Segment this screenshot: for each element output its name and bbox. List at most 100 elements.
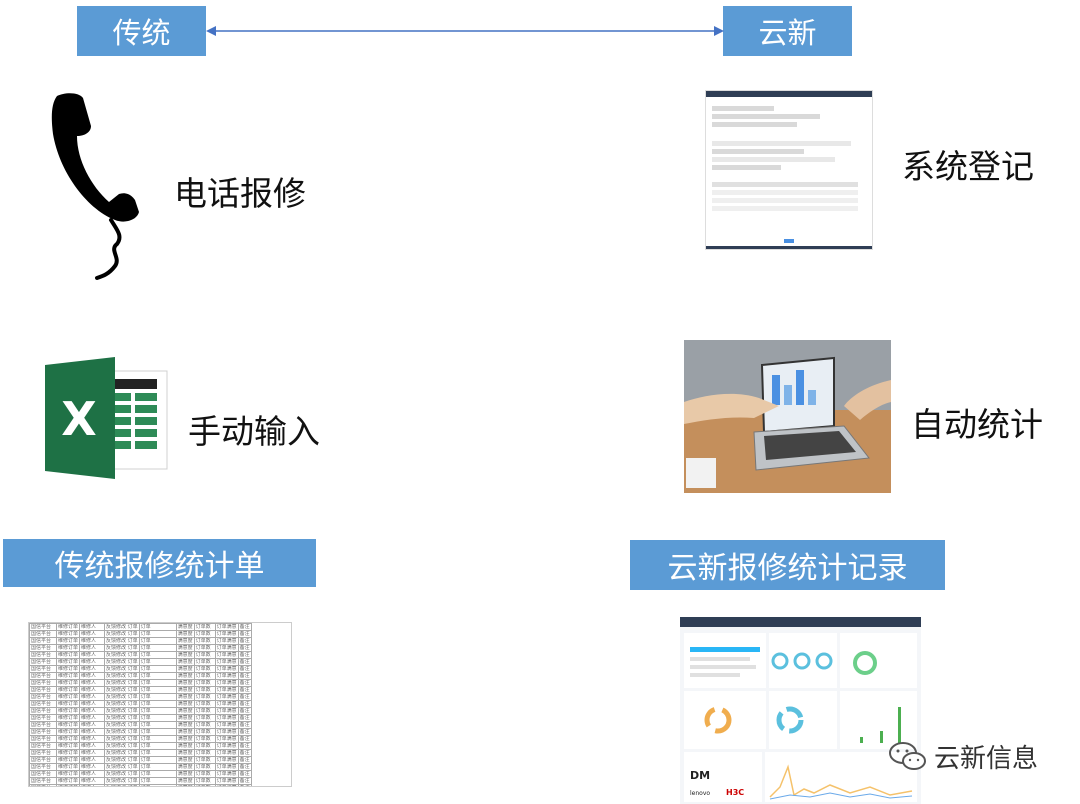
table-cell: 反馈修改 订单 bbox=[104, 679, 140, 687]
table-cell: 订单满意 bbox=[214, 651, 239, 659]
table-cell: 反馈修改 订单 bbox=[104, 644, 140, 652]
table-cell: 订单满意 bbox=[214, 749, 239, 757]
table-cell: 订单数 bbox=[193, 707, 216, 715]
table-cell: 订单满意 bbox=[214, 623, 239, 631]
table-cell: 维修订单 bbox=[55, 693, 81, 701]
table-row: 国信平台维修订单维修人反馈修改 订单订单满意度订单数订单满意备注 bbox=[29, 777, 252, 785]
table-cell: 备注 bbox=[237, 777, 252, 785]
table-cell: 备注 bbox=[237, 700, 252, 708]
table-cell: 订单数 bbox=[193, 735, 216, 743]
table-cell: 维修订单 bbox=[55, 749, 81, 757]
table-cell: 订单满意 bbox=[214, 672, 239, 680]
table-cell: 维修订单 bbox=[55, 637, 81, 645]
table-cell: 满意度 bbox=[175, 784, 195, 786]
table-cell: 国信平台 bbox=[29, 770, 57, 778]
table-cell: 国信平台 bbox=[29, 686, 57, 694]
table-cell: 维修人 bbox=[79, 714, 106, 722]
table-cell: 订单数 bbox=[193, 749, 216, 757]
table-cell: 维修订单 bbox=[55, 644, 81, 652]
table-cell: 订单数 bbox=[193, 672, 216, 680]
table-cell: 反馈修改 订单 bbox=[104, 742, 140, 750]
table-cell: 备注 bbox=[237, 742, 252, 750]
table-cell: 反馈修改 订单 bbox=[104, 735, 140, 743]
table-cell: 备注 bbox=[237, 735, 252, 743]
table-cell: 维修人 bbox=[79, 665, 106, 673]
table-cell: 订单数 bbox=[193, 742, 216, 750]
table-cell: 满意度 bbox=[175, 742, 195, 750]
table-cell: 维修人 bbox=[79, 623, 106, 631]
table-row: 国信平台维修订单维修人反馈修改 订单订单满意度订单数订单满意备注 bbox=[29, 623, 252, 631]
table-cell: 订单数 bbox=[193, 630, 216, 638]
table-cell: 订单 bbox=[138, 707, 177, 715]
table-cell: 订单数 bbox=[193, 651, 216, 659]
table-cell: 满意度 bbox=[175, 651, 195, 659]
table-cell: 订单满意 bbox=[214, 630, 239, 638]
table-cell: 满意度 bbox=[175, 665, 195, 673]
table-cell: 订单满意 bbox=[214, 756, 239, 764]
table-cell: 维修人 bbox=[79, 770, 106, 778]
table-cell: 备注 bbox=[237, 644, 252, 652]
table-row: 国信平台维修订单维修人反馈修改 订单订单满意度订单数订单满意备注 bbox=[29, 672, 252, 680]
table-cell: 维修订单 bbox=[55, 707, 81, 715]
table-cell: 订单满意 bbox=[214, 777, 239, 785]
table-row: 国信平台维修订单维修人反馈修改 订单订单满意度订单数订单满意备注 bbox=[29, 637, 252, 645]
table-cell: 维修订单 bbox=[55, 686, 81, 694]
table-cell: 反馈修改 订单 bbox=[104, 651, 140, 659]
table-row: 国信平台维修订单维修人反馈修改 订单订单满意度订单数订单满意备注 bbox=[29, 714, 252, 722]
table-cell: 维修人 bbox=[79, 679, 106, 687]
table-cell: 维修订单 bbox=[55, 770, 81, 778]
table-cell: 维修人 bbox=[79, 658, 106, 666]
table-cell: 订单数 bbox=[193, 721, 216, 729]
table-cell: 维修订单 bbox=[55, 714, 81, 722]
table-cell: 维修人 bbox=[79, 763, 106, 771]
table-cell: 订单满意 bbox=[214, 693, 239, 701]
table-cell: 维修人 bbox=[79, 707, 106, 715]
table-cell: 订单 bbox=[138, 700, 177, 708]
table-cell: 订单 bbox=[138, 784, 177, 786]
table-cell: 维修订单 bbox=[55, 721, 81, 729]
table-cell: 国信平台 bbox=[29, 651, 57, 659]
table-cell: 国信平台 bbox=[29, 700, 57, 708]
table-cell: 国信平台 bbox=[29, 665, 57, 673]
table-cell: 反馈修改 订单 bbox=[104, 658, 140, 666]
table-cell: 满意度 bbox=[175, 686, 195, 694]
table-cell: 维修人 bbox=[79, 777, 106, 785]
table-cell: 订单数 bbox=[193, 623, 216, 631]
table-cell: 满意度 bbox=[175, 777, 195, 785]
table-cell: 订单 bbox=[138, 658, 177, 666]
table-cell: 订单满意 bbox=[214, 658, 239, 666]
table-cell: 备注 bbox=[237, 707, 252, 715]
table-cell: 国信平台 bbox=[29, 749, 57, 757]
table-cell: 国信平台 bbox=[29, 735, 57, 743]
table-cell: 订单数 bbox=[193, 679, 216, 687]
table-cell: 维修订单 bbox=[55, 763, 81, 771]
table-cell: 备注 bbox=[237, 651, 252, 659]
table-cell: 维修订单 bbox=[55, 658, 81, 666]
table-cell: 满意度 bbox=[175, 630, 195, 638]
table-cell: 订单满意 bbox=[214, 679, 239, 687]
table-cell: 订单满意 bbox=[214, 665, 239, 673]
table-cell: 订单 bbox=[138, 665, 177, 673]
table-cell: 国信平台 bbox=[29, 679, 57, 687]
table-cell: 维修人 bbox=[79, 672, 106, 680]
table-cell: 满意度 bbox=[175, 749, 195, 757]
watermark: 云新信息 bbox=[888, 738, 1038, 775]
table-row: 国信平台维修订单维修人反馈修改 订单订单满意度订单数订单满意备注 bbox=[29, 700, 252, 708]
table-row: 国信平台维修订单维修人反馈修改 订单订单满意度订单数订单满意备注 bbox=[29, 651, 252, 659]
table-row: 国信平台维修订单维修人反馈修改 订单订单满意度订单数订单满意备注 bbox=[29, 721, 252, 729]
table-cell: 国信平台 bbox=[29, 672, 57, 680]
table-cell: 订单 bbox=[138, 679, 177, 687]
table-row: 国信平台维修订单维修人反馈修改 订单订单满意度订单数订单满意备注 bbox=[29, 644, 252, 652]
table-cell: 维修人 bbox=[79, 742, 106, 750]
table-cell: 订单满意 bbox=[214, 686, 239, 694]
table-cell: 反馈修改 订单 bbox=[104, 721, 140, 729]
table-cell: 反馈修改 订单 bbox=[104, 749, 140, 757]
table-cell: 订单满意 bbox=[214, 763, 239, 771]
table-cell: 国信平台 bbox=[29, 630, 57, 638]
table-cell: 订单数 bbox=[193, 686, 216, 694]
table-cell: 订单满意 bbox=[214, 721, 239, 729]
table-row: 国信平台维修订单维修人反馈修改 订单订单满意度订单数订单满意备注 bbox=[29, 658, 252, 666]
table-cell: 国信平台 bbox=[29, 777, 57, 785]
table-cell: 维修人 bbox=[79, 728, 106, 736]
table-cell: 反馈修改 订单 bbox=[104, 770, 140, 778]
